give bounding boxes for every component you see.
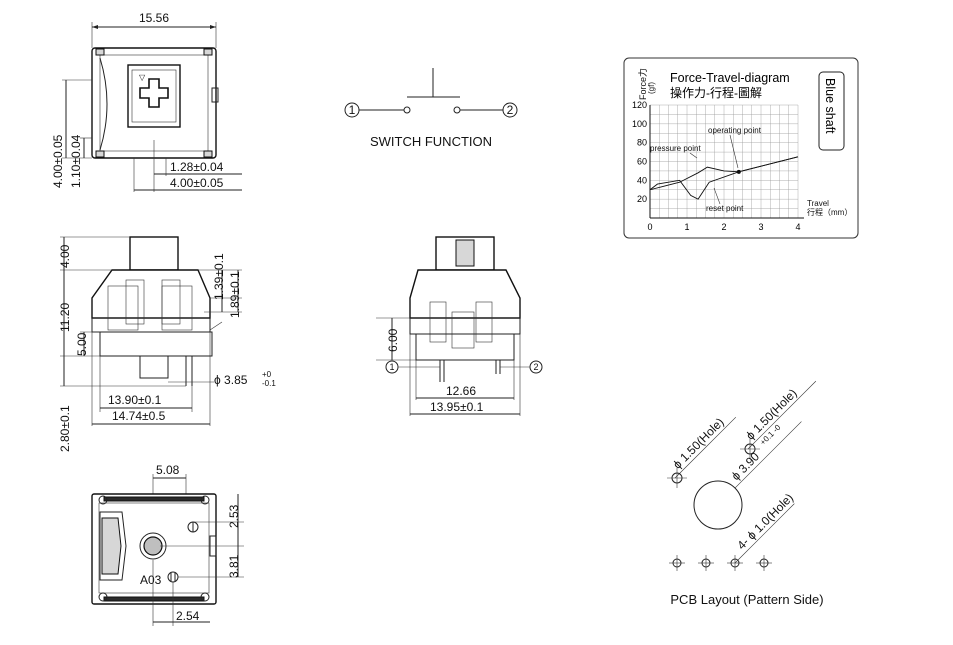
x-tick-label: 4 xyxy=(795,222,800,232)
front-pin-2: 2 xyxy=(533,362,538,372)
side-dim-right-a: 1.39±0.1 xyxy=(212,253,226,300)
annotation-reset-point: reset point xyxy=(706,204,744,213)
side-dim-lower: 5.00 xyxy=(75,332,89,356)
y-tick-label: 120 xyxy=(632,100,647,110)
bottom-dim-right-a: 2.53 xyxy=(227,504,241,528)
y-tick-label: 60 xyxy=(637,157,647,167)
annotation-pressure-point: pressure point xyxy=(650,144,701,153)
pcb-center-hole xyxy=(693,480,743,530)
annotation-operating-point: operating point xyxy=(708,126,762,135)
blue-shaft-badge xyxy=(818,71,845,151)
side-dim-width-outer: 14.74±0.5 xyxy=(112,409,166,423)
bottom-dim-top: 5.08 xyxy=(156,463,180,477)
x-tick-label: 2 xyxy=(721,222,726,232)
side-dim-right-b: 1.89±0.1 xyxy=(228,271,242,318)
y-tick-label: 100 xyxy=(632,119,647,129)
chart-xlabel-en: Travel xyxy=(807,199,829,208)
top-offset-dim-large: 4.00±0.05 xyxy=(170,176,224,190)
top-height-dim-inner: 1.10±0.04 xyxy=(69,134,83,188)
pcb-hole-row-label: 4- ϕ 1.0(Hole) xyxy=(734,491,796,553)
top-width-dim: 15.56 xyxy=(139,11,169,25)
side-dim-width-inner: 13.90±0.1 xyxy=(108,393,162,407)
front-dim-width-inner: 12.66 xyxy=(446,384,476,398)
chart-frame xyxy=(623,57,859,239)
pcb-hole-row xyxy=(669,555,772,571)
operating-point-marker xyxy=(736,169,741,174)
switch-function-caption: SWITCH FUNCTION xyxy=(370,134,492,149)
bottom-dim-bottom: 2.54 xyxy=(176,609,200,623)
side-dim-hole-tol-upper: +0 xyxy=(262,370,272,379)
chart-y-unit: (gf) xyxy=(647,82,656,94)
top-offset-dim-small: 1.28±0.04 xyxy=(170,160,224,174)
bottom-label: A03 xyxy=(140,573,162,587)
pcb-hole-a-label: ϕ 1.50(Hole) xyxy=(670,415,727,472)
top-height-dim-outer: 4.00±0.05 xyxy=(51,134,65,188)
side-view: 4.00 11.20 5.00 2.80±0.1 1.39±0.1 1.89±0… xyxy=(58,236,276,452)
x-tick-label: 1 xyxy=(684,222,689,232)
pcb-layout: ϕ 1.50(Hole) ϕ 1.50(Hole) ϕ 3.90 +0.1 -0… xyxy=(667,380,824,607)
x-tick-label: 0 xyxy=(647,222,652,232)
svg-text:▽: ▽ xyxy=(139,73,146,82)
side-dim-pin: 2.80±0.1 xyxy=(58,405,72,452)
switch-function: 1 2 SWITCH FUNCTION xyxy=(344,68,518,149)
bottom-view: 5.08 A03 2.53 3.81 2.54 xyxy=(91,463,244,626)
y-tick-label: 20 xyxy=(637,194,647,204)
y-tick-label: 40 xyxy=(637,175,647,185)
front-view: 6.00 1 2 12.66 13.95±0.1 xyxy=(376,236,543,416)
chart-grid xyxy=(649,104,804,219)
chart-y-unit-label: Force力 xyxy=(637,68,648,100)
x-tick-label: 3 xyxy=(758,222,763,232)
chart-subtitle: 操作力-行程-圖解 xyxy=(670,85,762,100)
front-dim-height: 6.00 xyxy=(386,328,400,352)
front-dim-width-outer: 13.95±0.1 xyxy=(430,400,484,414)
side-dim-hole-tol-lower: -0.1 xyxy=(262,379,276,388)
pcb-hole-center-label: ϕ 3.90 xyxy=(729,449,763,483)
pcb-layout-caption: PCB Layout (Pattern Side) xyxy=(670,592,823,607)
side-dim-hole: ϕ 3.85 xyxy=(214,373,248,387)
series-line-release xyxy=(649,156,799,200)
cross-stem-icon xyxy=(139,78,169,108)
chart-xlabel-cn: 行程（mm） xyxy=(807,207,852,217)
y-tick-label: 80 xyxy=(637,138,647,148)
blue-shaft-label: Blue shaft xyxy=(823,78,837,134)
switch-pin-2: 2 xyxy=(507,103,514,117)
side-dim-total: 11.20 xyxy=(58,303,72,332)
force-travel-chart: Force力 (gf) Force-Travel-diagram 操作力-行程-… xyxy=(623,57,859,239)
bottom-dim-right-b: 3.81 xyxy=(227,554,241,578)
side-dim-top: 4.00 xyxy=(58,244,72,268)
chart-title: Force-Travel-diagram xyxy=(670,71,790,85)
switch-pin-1: 1 xyxy=(349,103,356,117)
top-view: 15.56 ▽ 4.00±0.05 1.10±0.04 1.28±0.04 4.… xyxy=(51,11,242,192)
front-pin-1: 1 xyxy=(389,362,394,372)
